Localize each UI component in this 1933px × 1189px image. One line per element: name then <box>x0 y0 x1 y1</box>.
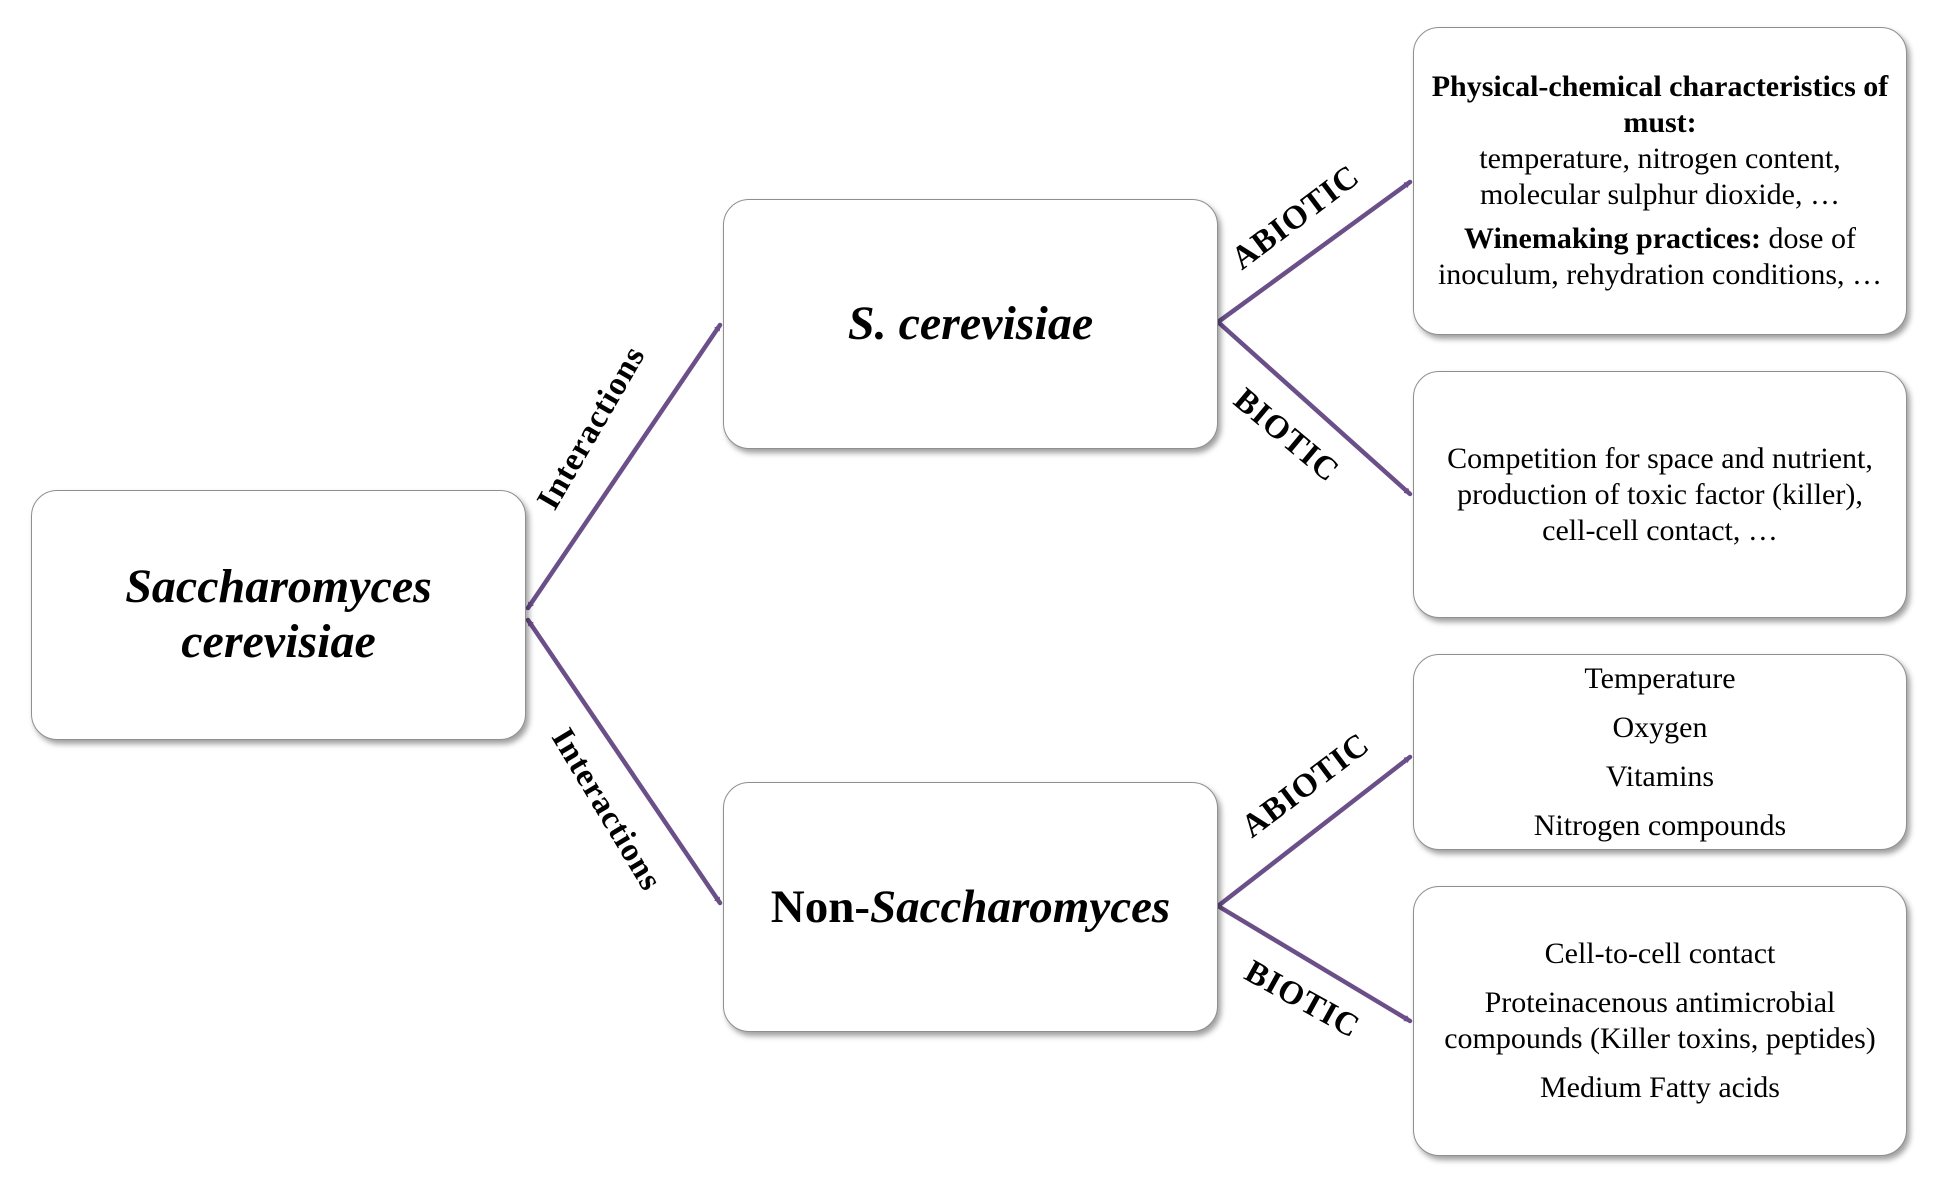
interactions-label-bottom: Interactions <box>544 722 669 898</box>
root-title-line1: Saccharomyces <box>125 560 432 614</box>
physical-chemical-text: temperature, nitrogen content, molecular… <box>1479 142 1841 211</box>
s-cerevisiae-title: S. cerevisiae <box>847 296 1094 350</box>
non-prefix: Non- <box>770 881 870 933</box>
non-italic: Saccharomyces <box>870 881 1171 933</box>
non-saccharomyces-node: Non-Saccharomyces <box>723 782 1218 1032</box>
non-saccharomyces-abiotic-factors-box: Temperature Oxygen Vitamins Nitrogen com… <box>1413 654 1907 850</box>
winemaking-paragraph: Winemaking practices: dose of inoculum, … <box>1430 221 1890 293</box>
biotic-factors-text: Competition for space and nutrient, prod… <box>1447 441 1873 547</box>
biotic-factor-item: Cell-to-cell contact <box>1544 937 1776 970</box>
biotic-factor-item: Medium Fatty acids <box>1540 1071 1780 1104</box>
non-saccharomyces-title: Non-Saccharomyces <box>771 880 1170 934</box>
biotic-label-top: BIOTIC <box>1226 381 1346 490</box>
s-cerevisiae-abiotic-factors-box: Physical-chemical characteristics of mus… <box>1413 27 1907 335</box>
winemaking-heading: Winemaking practices: <box>1464 222 1761 255</box>
biotic-label-bottom: BIOTIC <box>1238 953 1366 1046</box>
abiotic-factor-item: Nitrogen compounds <box>1533 808 1787 842</box>
root-node-saccharomyces-cerevisiae: Saccharomyces cerevisiae <box>31 490 526 740</box>
abiotic-factor-item: Oxygen <box>1612 710 1708 744</box>
abiotic-label-top: ABIOTIC <box>1224 158 1367 278</box>
root-title-line2: cerevisiae <box>181 615 376 668</box>
non-saccharomyces-biotic-factors-box: Cell-to-cell contact Proteinacenous anti… <box>1413 886 1907 1156</box>
s-cerevisiae-node: S. cerevisiae <box>723 199 1218 449</box>
abiotic-factor-item: Vitamins <box>1605 759 1715 793</box>
root-node-title: Saccharomyces cerevisiae <box>125 560 432 669</box>
abiotic-factor-item: Temperature <box>1584 661 1736 695</box>
abiotic-label-bottom: ABIOTIC <box>1234 726 1377 846</box>
s-cerevisiae-biotic-factors-box: Competition for space and nutrient, prod… <box>1413 371 1907 618</box>
biotic-factor-item: Proteinacenous antimicrobial compounds (… <box>1444 986 1876 1055</box>
interactions-label-top: Interactions <box>530 339 653 516</box>
physical-chemical-heading: Physical-chemical characteristics of mus… <box>1431 70 1889 139</box>
winemaking-text: dose of inoculum, rehydration conditions… <box>1437 222 1883 291</box>
